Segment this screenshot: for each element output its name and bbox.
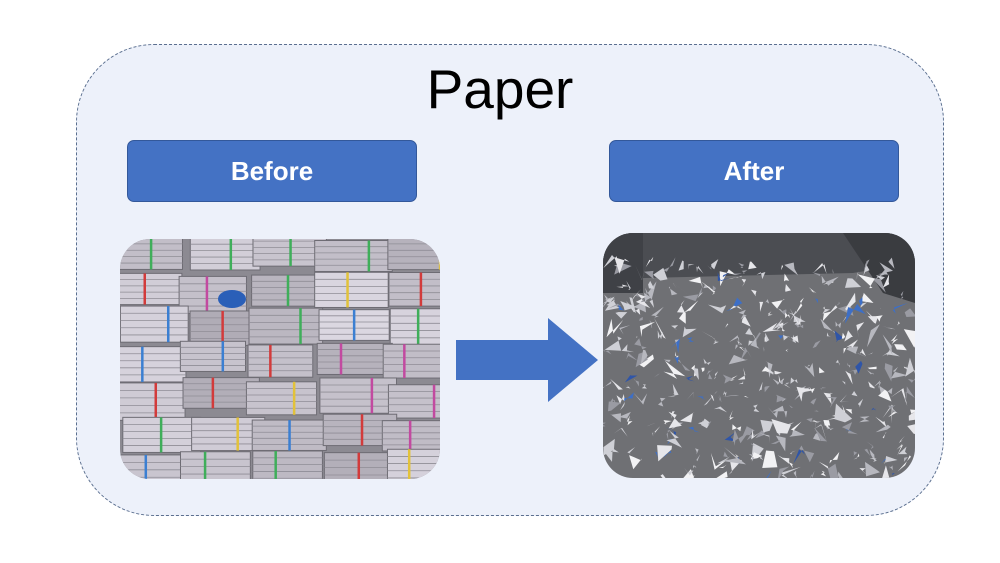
before-paper-bundles-image [120,239,440,479]
diagram-title: Paper [426,58,574,120]
after-label: After [609,140,899,202]
newspaper-bundles-photo [120,239,440,479]
after-shredded-paper-image [603,233,915,478]
before-label: Before [127,140,417,202]
right-arrow-icon [456,318,598,402]
shredded-paper-photo [603,233,915,478]
